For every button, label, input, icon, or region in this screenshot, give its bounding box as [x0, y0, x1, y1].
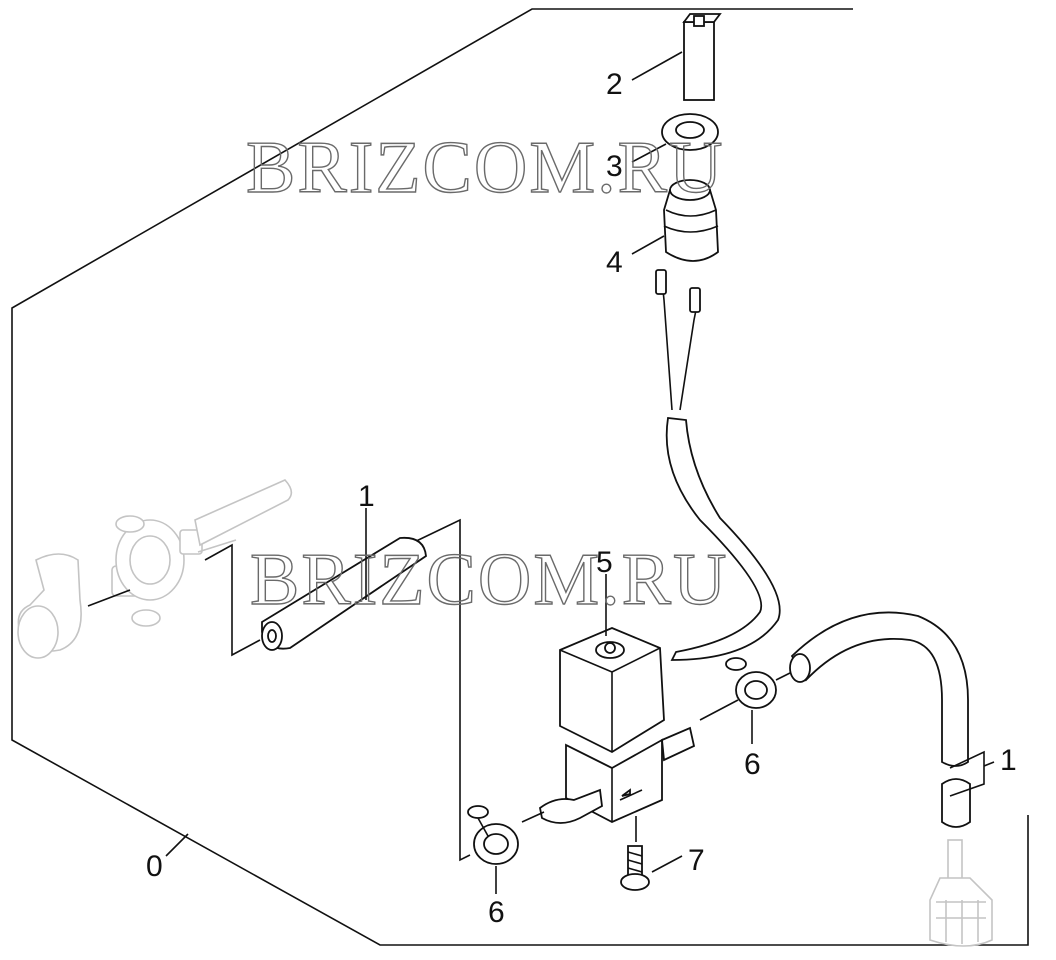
- assembly-guide-line: [87, 589, 131, 607]
- callout-0: 0: [146, 850, 163, 883]
- callout-4: 4: [606, 246, 623, 279]
- suction-filter-ghost: [929, 839, 993, 947]
- callout-5: 5: [596, 546, 613, 579]
- part-1-tube: [261, 536, 427, 651]
- callout-6-left: 6: [488, 896, 505, 929]
- part-3-seal-ring: [661, 113, 719, 151]
- assembly-frame: [11, 8, 1029, 946]
- tube-bracket-line-right: [407, 518, 471, 862]
- part-6-hose-clamp-right: [699, 657, 797, 721]
- tube-bracket-line: [204, 543, 261, 657]
- callout-2: 2: [606, 68, 623, 101]
- solenoid-cable: [655, 269, 781, 661]
- part-5-solenoid-valve: [539, 627, 696, 824]
- watermark-top: BRIZCOM.RU: [246, 127, 724, 209]
- callout-leaders: [165, 51, 995, 894]
- part-7-screw: [620, 816, 650, 891]
- part-2-connector-plug: [682, 13, 722, 101]
- callout-1-tube: 1: [358, 480, 375, 513]
- part-6-hose-clamp-left: [467, 805, 545, 865]
- part-1-curved-hose: [789, 611, 971, 828]
- callout-3: 3: [606, 150, 623, 183]
- callout-6-right: 6: [744, 748, 761, 781]
- part-4-cable-gland: [663, 179, 719, 262]
- callout-7: 7: [688, 844, 705, 877]
- callout-labels: 0 1 1 2 3 4 5 6 6 7: [146, 68, 1017, 929]
- callout-1-hose: 1: [1000, 744, 1017, 777]
- watermark-middle: BRIZCOM.RU: [250, 539, 728, 621]
- context-valve-ghost: [17, 479, 293, 659]
